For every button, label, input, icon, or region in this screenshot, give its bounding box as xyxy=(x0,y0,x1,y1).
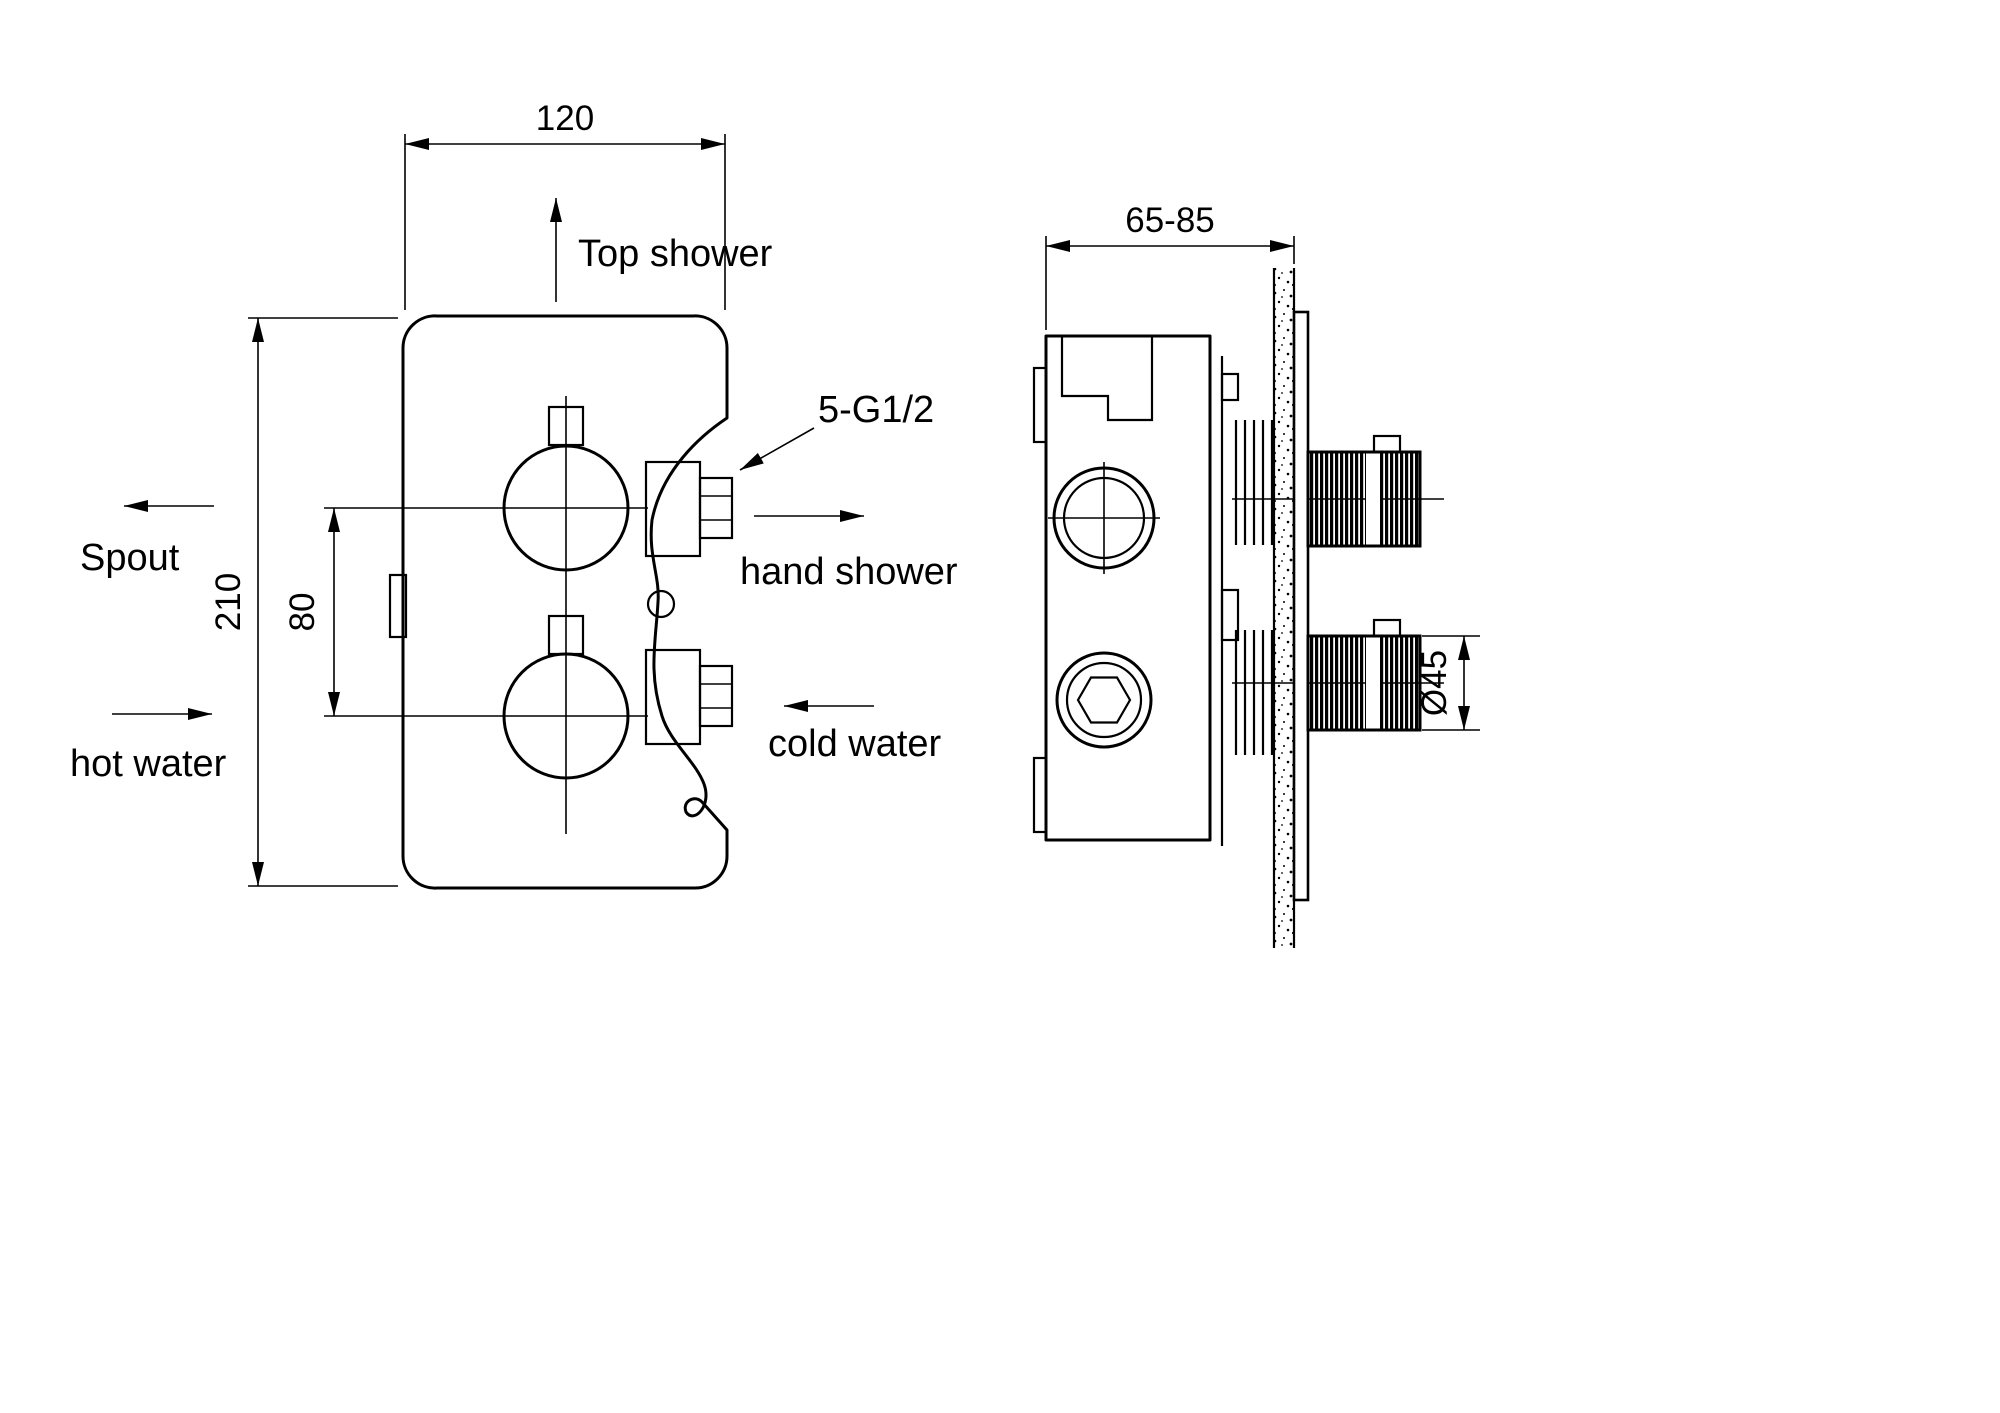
bottom-knob-tab xyxy=(547,614,585,656)
cold-water-label: cold water xyxy=(768,723,942,765)
side-tab xyxy=(388,573,408,639)
dim-depth-text: 65-85 xyxy=(1125,201,1215,240)
top-shower-callout: Top shower xyxy=(550,198,773,302)
side-view: 65-85 Ø45 xyxy=(1032,201,1480,948)
faceplate-outline xyxy=(401,314,729,890)
mounting-bracket xyxy=(1220,356,1240,846)
top-connector-section xyxy=(644,460,734,558)
dim-height-text: 210 xyxy=(209,573,248,631)
threaded-stem-top xyxy=(1234,420,1274,545)
screw-hole xyxy=(646,589,676,619)
top-port xyxy=(1048,462,1160,574)
valve-body-top-block xyxy=(1060,336,1154,422)
cold-water-callout: cold water xyxy=(768,700,942,765)
front-view: 120 210 80 Top shower Spout hot water xyxy=(70,99,958,890)
hot-water-callout: hot water xyxy=(70,708,227,785)
valve-body xyxy=(1044,334,1212,842)
spout-callout: Spout xyxy=(80,500,214,579)
dimension-depth: 65-85 xyxy=(1045,201,1295,330)
bottom-port xyxy=(1055,651,1153,749)
spout-label: Spout xyxy=(80,537,180,579)
thread-label: 5-G1/2 xyxy=(818,389,934,431)
hand-shower-label: hand shower xyxy=(740,551,958,593)
dim-handle-diameter-text: Ø45 xyxy=(1415,650,1454,716)
hand-shower-callout: hand shower xyxy=(740,510,958,593)
bottom-connector-section xyxy=(644,648,734,746)
wall-section xyxy=(1272,268,1296,948)
dimension-spacing: 80 xyxy=(283,508,340,716)
dim-spacing-text: 80 xyxy=(283,593,322,632)
hot-water-label: hot water xyxy=(70,743,227,785)
dimension-width: 120 xyxy=(404,99,726,310)
dimension-height: 210 xyxy=(209,317,398,887)
dim-width-text: 120 xyxy=(536,99,594,138)
top-knob-tab xyxy=(547,405,585,447)
thread-callout: 5-G1/2 xyxy=(739,389,934,471)
threaded-stem-bottom xyxy=(1234,630,1274,755)
cover-plate xyxy=(1292,310,1310,902)
bottom-handle xyxy=(1306,618,1422,732)
top-shower-label: Top shower xyxy=(578,233,773,275)
body-left-tab-bottom xyxy=(1032,756,1048,834)
top-handle xyxy=(1306,434,1422,548)
dimension-handle-diameter: Ø45 xyxy=(1415,635,1480,731)
body-left-tab-top xyxy=(1032,366,1048,444)
